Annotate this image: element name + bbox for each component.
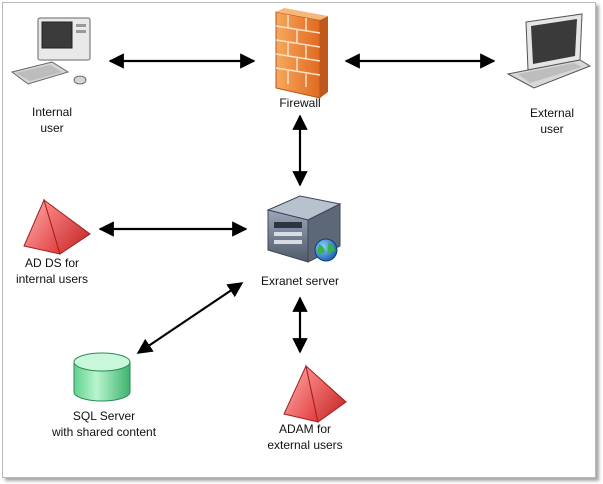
internal-user-label: Internal user: [31, 105, 73, 135]
server-globe-icon: [266, 195, 342, 263]
laptop-icon: [506, 13, 592, 89]
ad-ds-label: AD DS for internal users: [15, 256, 89, 286]
brick-firewall-icon: [275, 8, 328, 99]
arrow-server-sql: [136, 282, 244, 354]
red-pyramid-icon: [23, 198, 91, 255]
extranet-server-label: Exranet server: [260, 274, 340, 288]
green-database-cylinder-icon: [73, 352, 131, 402]
red-pyramid-icon: [283, 364, 347, 423]
sql-server-label: SQL Server with shared content: [51, 409, 157, 439]
adam-label: ADAM for external users: [267, 422, 343, 452]
external-user-label: External user: [529, 106, 575, 136]
desktop-computer-icon: [10, 17, 91, 85]
connection-arrows: [98, 53, 496, 354]
firewall-label: Firewall: [279, 96, 321, 110]
